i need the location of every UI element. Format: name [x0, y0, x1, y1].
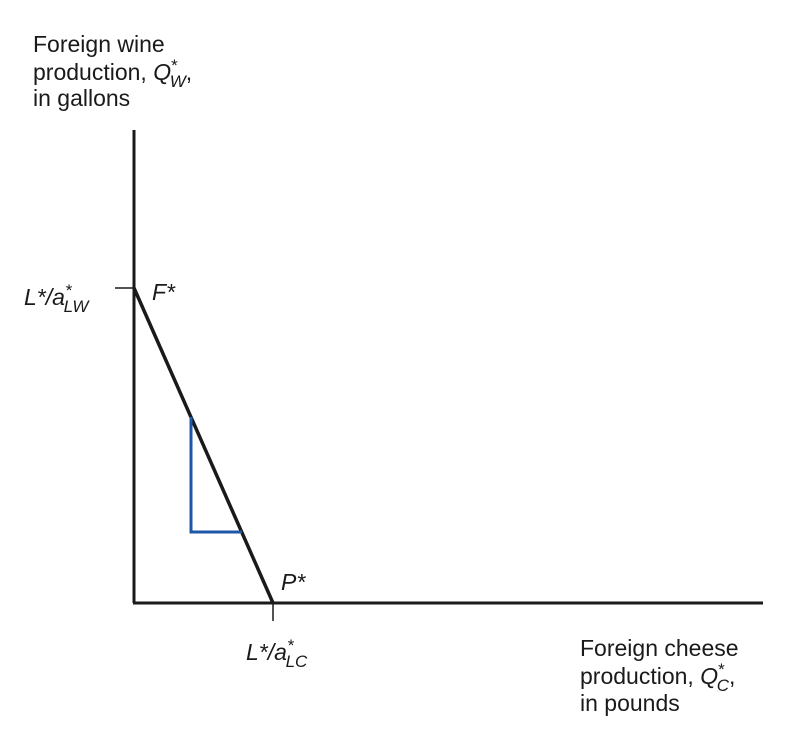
- y-axis-label-line3: in gallons: [33, 85, 130, 111]
- x-axis-label-line3: in pounds: [580, 690, 680, 716]
- y-axis-label-sup: *: [171, 56, 178, 75]
- x-axis-label-sup: *: [718, 660, 725, 679]
- point-p-label: P*: [281, 569, 306, 595]
- x-axis-label-suffix: ,: [729, 663, 735, 689]
- x-intercept-label-sub: LC: [286, 652, 308, 671]
- x-intercept-label-num: L*/a: [246, 639, 287, 665]
- x-axis-label-line2: production, Q*C,: [580, 660, 735, 695]
- y-intercept-label-num: L*/a: [24, 284, 65, 310]
- x-intercept-label-sup: *: [287, 636, 295, 655]
- y-axis-label-line1: Foreign wine: [33, 31, 165, 57]
- y-intercept-label-sup: *: [65, 281, 73, 300]
- x-axis-label-sub: C: [717, 676, 730, 695]
- x-intercept-label: L*/a*LC: [246, 636, 308, 671]
- x-axis-label-prefix: production,: [580, 663, 700, 689]
- production-frontier-line: [132, 287, 275, 604]
- y-axis-label-var: Q: [153, 59, 171, 85]
- x-axis-label-var: Q: [700, 663, 718, 689]
- slope-triangle: [189, 417, 242, 534]
- y-axis-label-prefix: production,: [33, 59, 153, 85]
- y-axis-label-line2: production, Q*W,: [33, 56, 192, 91]
- y-intercept-label: L*/a*LW: [24, 281, 90, 316]
- y-axis-label-suffix: ,: [186, 59, 192, 85]
- y-intercept-label-sub: LW: [64, 297, 91, 316]
- y-axis-label-sub: W: [170, 72, 188, 91]
- x-axis-label-line1: Foreign cheese: [580, 635, 739, 661]
- point-f-label: F*: [152, 279, 176, 305]
